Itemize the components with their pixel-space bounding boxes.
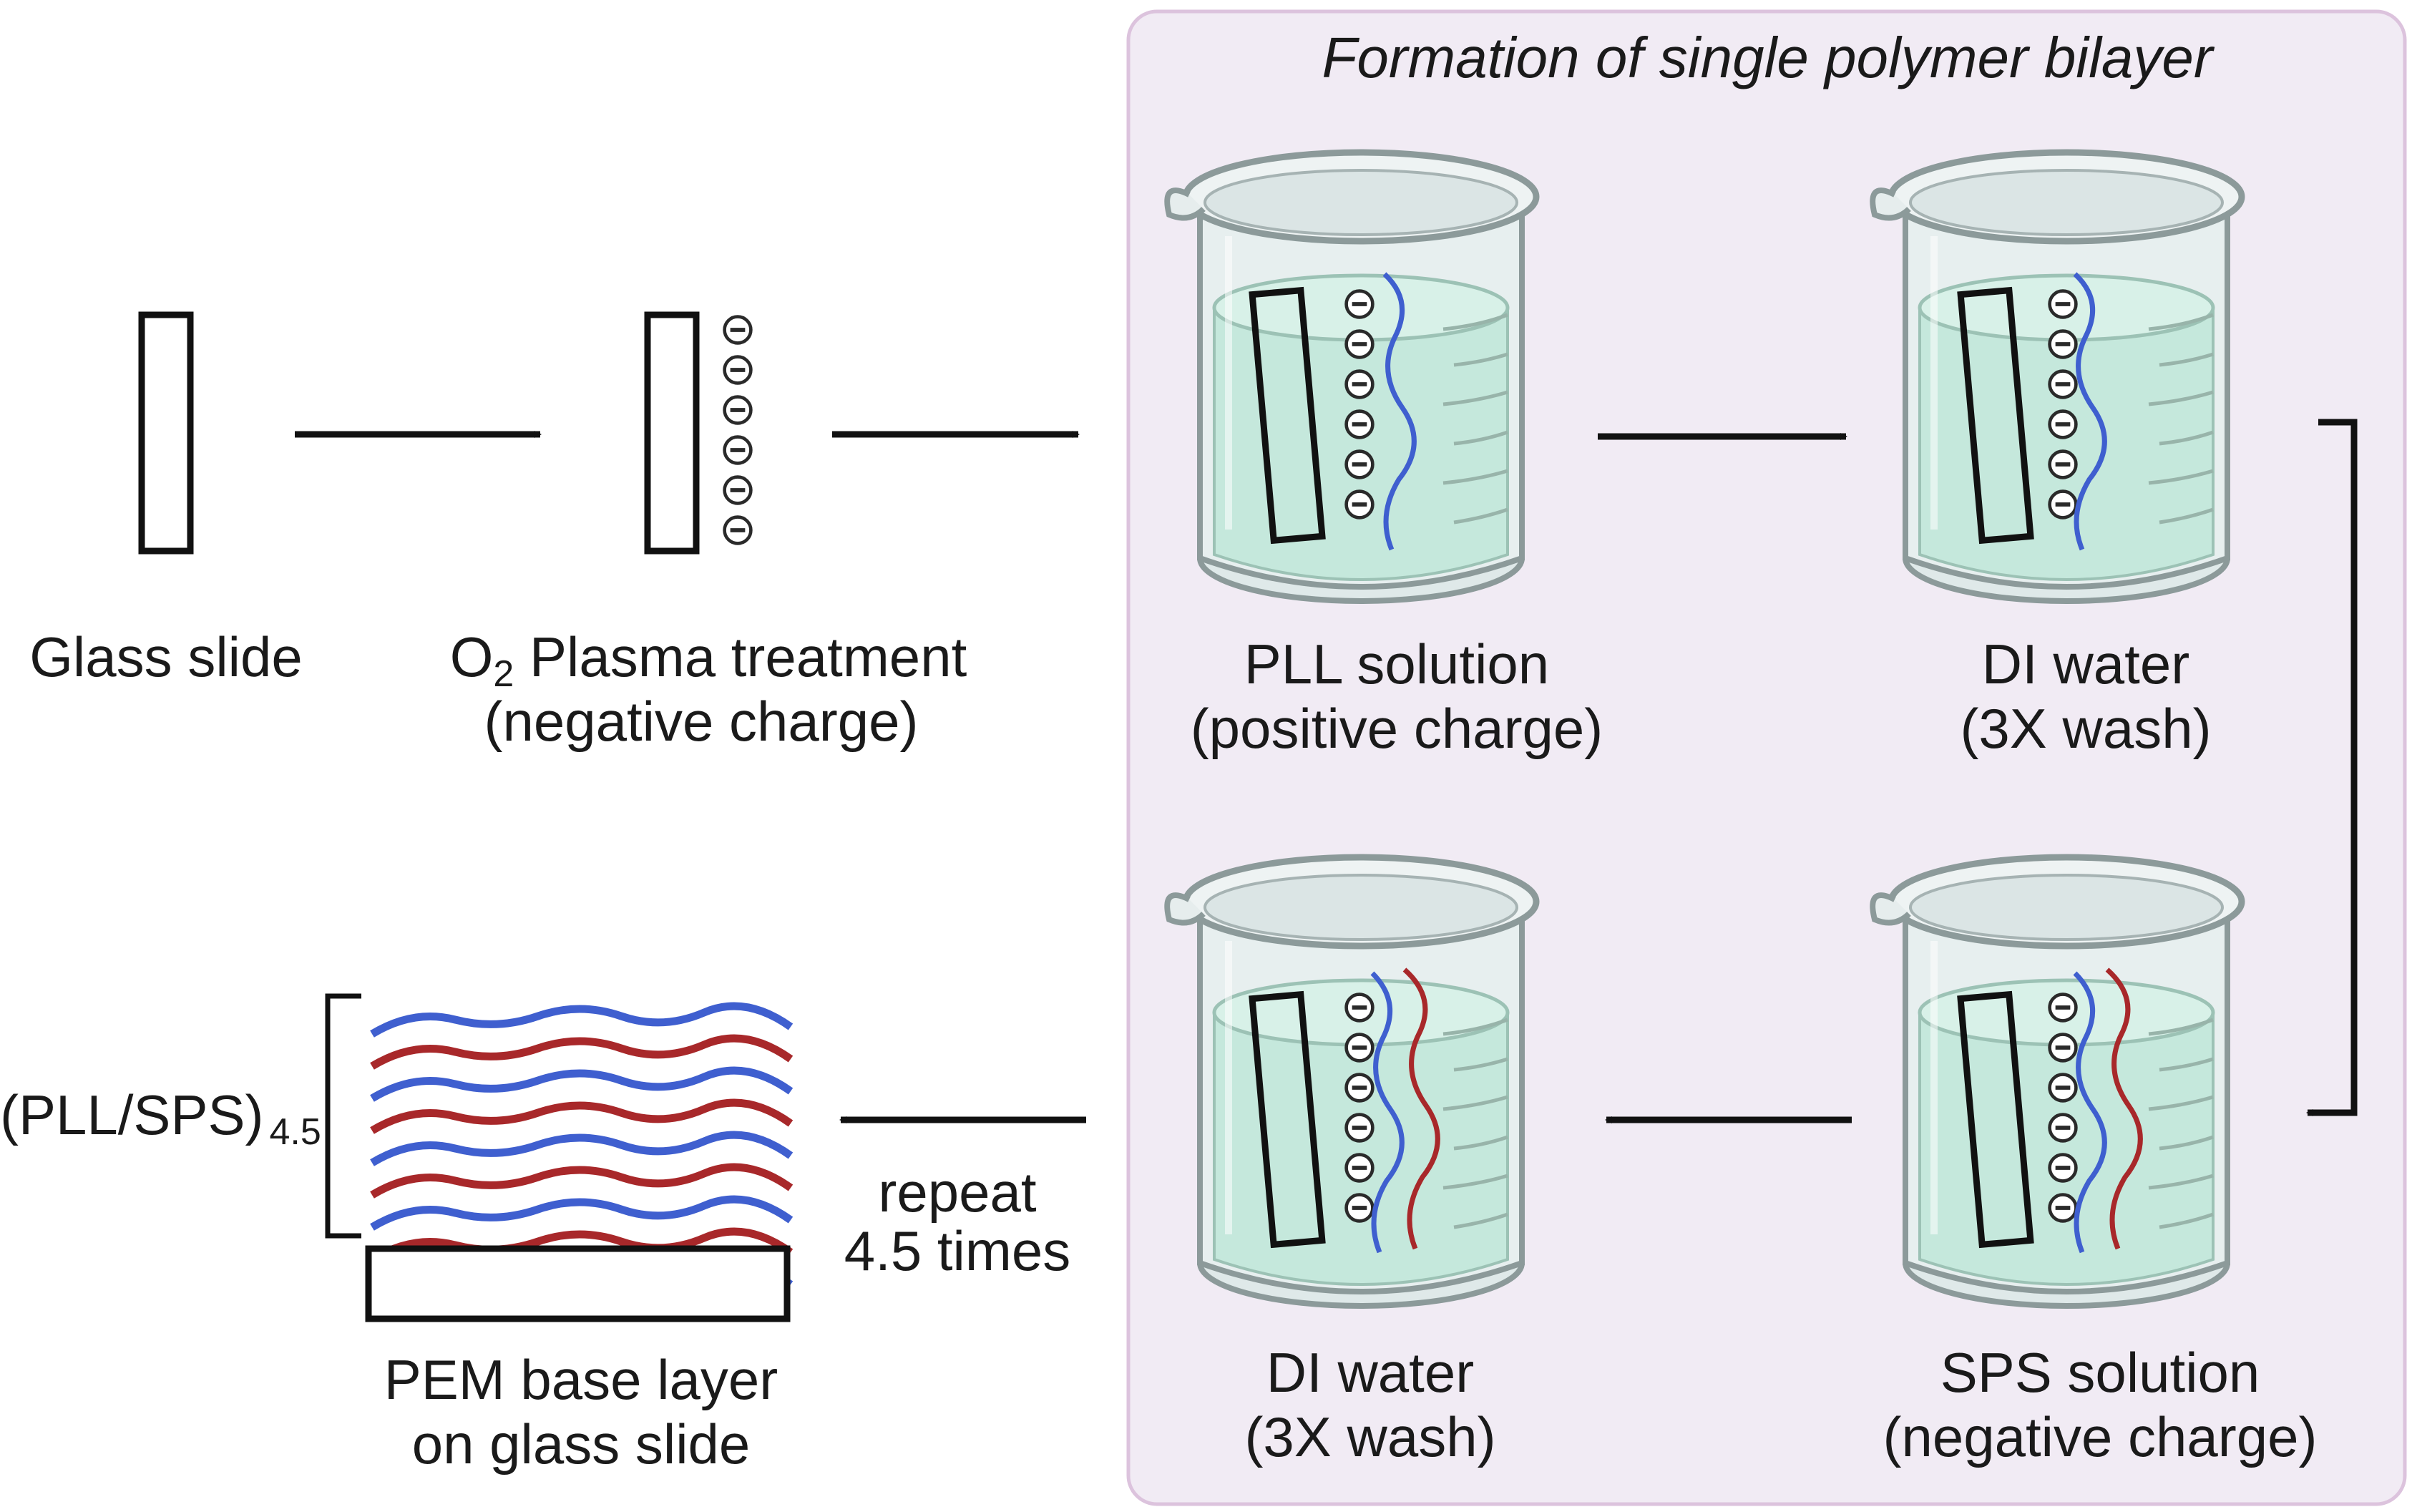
pll-layer (370, 1002, 794, 1038)
di-water-label-2: DI water (1266, 1341, 1474, 1404)
sps-layer (370, 1034, 794, 1070)
negative-charge-icons (725, 317, 751, 544)
pem-stack: (PLL/SPS)4.5 PEM base layer on glass sli… (0, 993, 794, 1476)
plasma-sublabel: (negative charge) (484, 690, 918, 753)
plasma-slide-icon (644, 311, 700, 555)
pll-polymer-chain (2073, 971, 2107, 1254)
di-water-label-1: DI water (1982, 633, 2189, 696)
panel-title: Formation of single polymer bilayer (1322, 26, 2215, 89)
repeat-label: repeat (878, 1161, 1036, 1224)
bracket-label: (PLL/SPS)4.5 (0, 1083, 321, 1153)
base-glass-slide (365, 1245, 791, 1322)
glass-slide-icon (138, 311, 194, 555)
pll-label: PLL solution (1244, 633, 1549, 696)
pem-label: PEM base layer (384, 1348, 778, 1411)
plasma-label: O2 Plasma treatment (450, 625, 967, 695)
bracket (325, 993, 361, 1239)
pll-layer (370, 1195, 794, 1231)
sps-sublabel: (negative charge) (1883, 1405, 2317, 1468)
pll-sublabel: (positive charge) (1191, 697, 1603, 760)
pll-polymer-chain (1382, 272, 1417, 551)
pll-polymer-chain (1370, 971, 1405, 1254)
immersed-slide (1957, 990, 2034, 1249)
sps-polymer-chain (2105, 967, 2143, 1250)
sps-layer (370, 1098, 794, 1134)
sps-label: SPS solution (1940, 1341, 2260, 1404)
pll-layer (370, 1131, 794, 1166)
di-water-beaker-1: DI water (3X wash) (1873, 152, 2242, 760)
sps-polymer-chain (1402, 967, 1440, 1250)
glass-slide-step: Glass slide (29, 311, 303, 688)
di-water-sublabel-1: (3X wash) (1960, 697, 2211, 760)
pem-sublabel: on glass slide (412, 1413, 751, 1476)
arrow-water-to-sps (2306, 419, 2358, 1116)
plasma-step: O2 Plasma treatment (negative charge) (450, 311, 967, 753)
sps-layer (370, 1163, 794, 1199)
immersed-slide (1957, 286, 2034, 545)
polymer-layers (370, 1002, 794, 1292)
di-water-sublabel-2: (3X wash) (1244, 1405, 1495, 1468)
pll-polymer-chain (2073, 272, 2107, 551)
glass-slide-label: Glass slide (29, 625, 302, 688)
pll-layer (370, 1066, 794, 1102)
pll-beaker: PLL solution (positive charge) (1167, 152, 1603, 760)
di-water-beaker-2: DI water (3X wash) (1167, 857, 1536, 1468)
immersed-slide (1249, 990, 1326, 1249)
immersed-slide (1249, 286, 1326, 545)
repeat-sublabel: 4.5 times (844, 1219, 1070, 1282)
sps-beaker: SPS solution (negative charge) (1873, 857, 2318, 1468)
sps-layer (370, 1227, 794, 1263)
